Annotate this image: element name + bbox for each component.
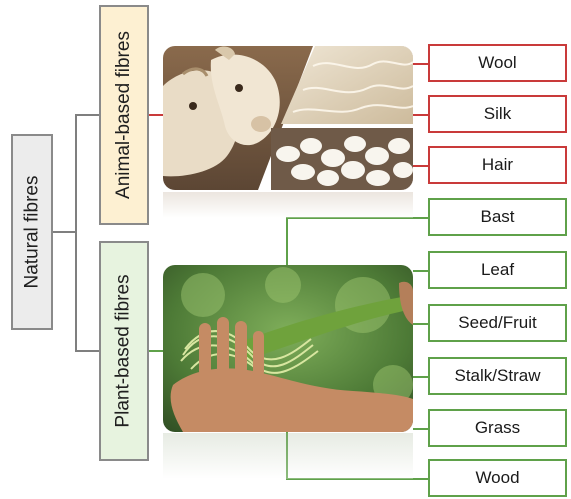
fibre-label-silk: Silk xyxy=(484,104,511,124)
silk-connector xyxy=(413,114,428,116)
animal-to-photo-connector xyxy=(149,114,163,116)
plant-fibres-photo xyxy=(163,265,413,432)
seed-fruit-connector xyxy=(413,323,428,325)
animal-fibres-category: Animal-based fibres xyxy=(99,5,149,225)
stalk-straw-connector xyxy=(413,376,428,378)
fibre-label-seed-fruit: Seed/Fruit xyxy=(458,313,536,333)
grass-connector xyxy=(413,428,428,430)
plant-photo-reflection xyxy=(163,433,413,479)
branch-vertical-connector xyxy=(75,114,77,352)
fibre-label-grass: Grass xyxy=(475,418,520,438)
fibre-label-bast: Bast xyxy=(480,207,514,227)
animal-branch-connector xyxy=(75,114,99,116)
fibre-node-leaf: Leaf xyxy=(428,251,567,289)
wool-connector xyxy=(413,63,428,65)
fibre-label-hair: Hair xyxy=(482,155,513,175)
animal-fibres-category-label: Animal-based fibres xyxy=(113,31,135,199)
fibre-label-wool: Wool xyxy=(478,53,516,73)
fibre-node-grass: Grass xyxy=(428,409,567,447)
goat-wool-cocoon-image xyxy=(163,46,413,190)
fibre-label-wood: Wood xyxy=(475,468,519,488)
plant-branch-connector xyxy=(75,350,99,352)
hair-connector xyxy=(413,165,428,167)
plant-top-vertical-connector xyxy=(286,217,288,265)
fibre-label-stalk-straw: Stalk/Straw xyxy=(455,366,541,386)
fibre-label-leaf: Leaf xyxy=(481,260,514,280)
root-node: Natural fibres xyxy=(11,134,53,330)
root-node-label: Natural fibres xyxy=(21,176,43,289)
plant-fibres-category-label: Plant-based fibres xyxy=(113,274,135,427)
fibre-node-wood: Wood xyxy=(428,459,567,497)
fibre-node-silk: Silk xyxy=(428,95,567,133)
fibre-node-wool: Wool xyxy=(428,44,567,82)
fibre-node-bast: Bast xyxy=(428,198,567,236)
plant-fibres-category: Plant-based fibres xyxy=(99,241,149,461)
hand-leaf-fibres-image xyxy=(163,265,413,432)
animal-photo-reflection xyxy=(163,192,413,218)
leaf-connector xyxy=(413,270,428,272)
animal-fibres-photo xyxy=(163,46,413,190)
root-connector xyxy=(53,231,76,233)
fibre-node-seed-fruit: Seed/Fruit xyxy=(428,304,567,342)
plant-to-photo-connector xyxy=(149,350,163,352)
fibre-node-hair: Hair xyxy=(428,146,567,184)
fibre-node-stalk-straw: Stalk/Straw xyxy=(428,357,567,395)
